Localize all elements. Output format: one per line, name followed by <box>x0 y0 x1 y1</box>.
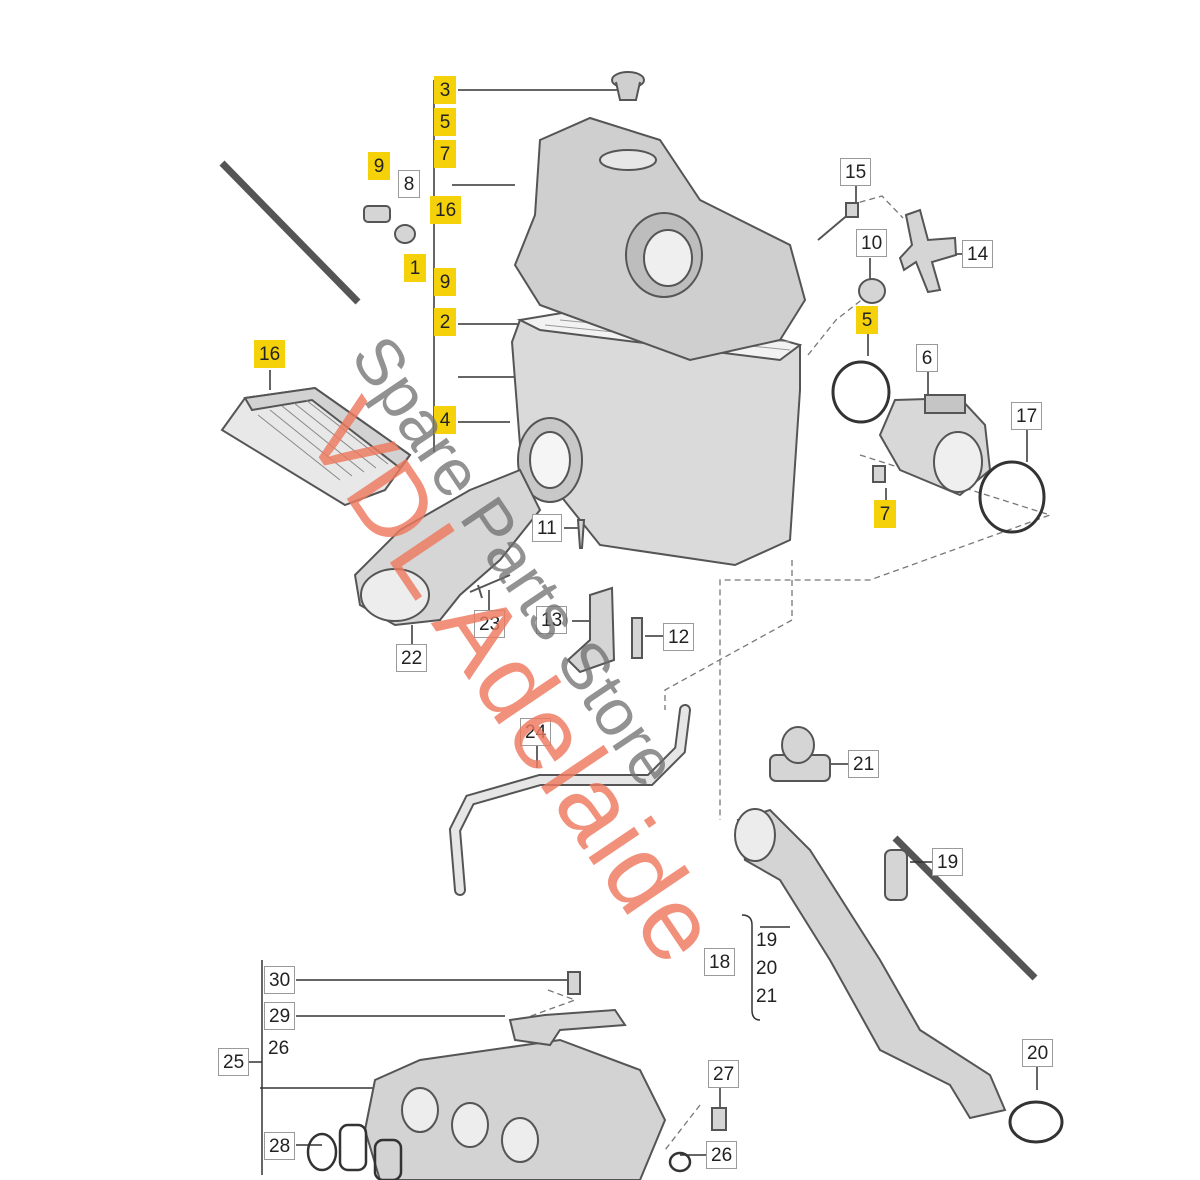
flange-21 <box>769 726 831 782</box>
callout-7-right: 7 <box>874 500 896 528</box>
callout-18: 18 <box>704 948 736 976</box>
callout-22: 22 <box>396 644 428 672</box>
callout-7-top: 7 <box>434 140 456 168</box>
hose-clamp-17 <box>978 460 1046 534</box>
bolt-27 <box>711 1107 727 1131</box>
air-filter-lid <box>513 116 807 362</box>
o-ring-5 <box>831 360 891 424</box>
callout-16-top: 16 <box>430 196 462 224</box>
callout-25: 25 <box>218 1048 250 1076</box>
callout-13: 13 <box>536 606 568 634</box>
callout-5-right: 5 <box>856 306 878 334</box>
bracket-label-21: 21 <box>756 986 778 1007</box>
callout-30: 30 <box>264 966 296 994</box>
callout-17: 17 <box>1011 402 1043 430</box>
bracket-label-20: 20 <box>756 958 778 979</box>
grommet-3 <box>611 71 645 101</box>
callout-20: 20 <box>1022 1039 1054 1067</box>
callout-15: 15 <box>840 158 872 186</box>
bolt-9 <box>363 205 416 244</box>
callout-19-right: 19 <box>932 848 964 876</box>
clip-23 <box>469 574 511 599</box>
callout-12: 12 <box>663 623 695 651</box>
gasket-28 <box>306 1123 403 1180</box>
callout-6: 6 <box>916 344 938 372</box>
callout-5-top: 5 <box>434 108 456 136</box>
bracket-29 <box>508 1008 627 1047</box>
bolt-12 <box>631 617 643 659</box>
callout-1: 1 <box>404 254 426 282</box>
callout-27: 27 <box>708 1060 740 1088</box>
watermark-bar-right <box>892 835 1038 981</box>
callout-26: 26 <box>706 1141 738 1169</box>
o-ring-26 <box>668 1151 692 1173</box>
callout-11: 11 <box>532 514 562 542</box>
connector-19 <box>884 849 908 901</box>
cap-10 <box>858 278 886 304</box>
callout-9-top: 9 <box>368 152 390 180</box>
bracket-label-26: 26 <box>268 1038 290 1059</box>
intake-duct-22 <box>353 468 542 627</box>
callout-4: 4 <box>434 406 456 434</box>
bolt-15 <box>817 202 859 241</box>
bracket-14 <box>898 208 958 294</box>
callout-29: 29 <box>264 1002 296 1030</box>
intake-hose-18 <box>734 808 1007 1120</box>
intake-manifold-25 <box>363 1038 667 1180</box>
clamp-20 <box>1008 1100 1064 1144</box>
callout-8: 8 <box>398 170 420 198</box>
air-filter-element <box>220 386 412 507</box>
callout-23: 23 <box>474 610 506 638</box>
callout-16-left: 16 <box>254 340 286 368</box>
callout-28: 28 <box>264 1132 296 1160</box>
callout-9-mid: 9 <box>434 268 456 296</box>
callout-2: 2 <box>434 308 456 336</box>
bolt-30 <box>567 971 581 995</box>
bracket-13 <box>566 586 616 674</box>
watermark-bar-left <box>219 160 361 305</box>
screw-11 <box>576 519 586 549</box>
screw-7 <box>872 465 886 483</box>
callout-10: 10 <box>856 229 888 257</box>
callout-21-top: 21 <box>848 750 880 778</box>
bracket-label-19: 19 <box>756 930 778 951</box>
air-mass-meter-6 <box>878 394 992 497</box>
callout-3: 3 <box>434 76 456 104</box>
callout-24: 24 <box>520 718 552 746</box>
callout-14: 14 <box>962 240 994 268</box>
